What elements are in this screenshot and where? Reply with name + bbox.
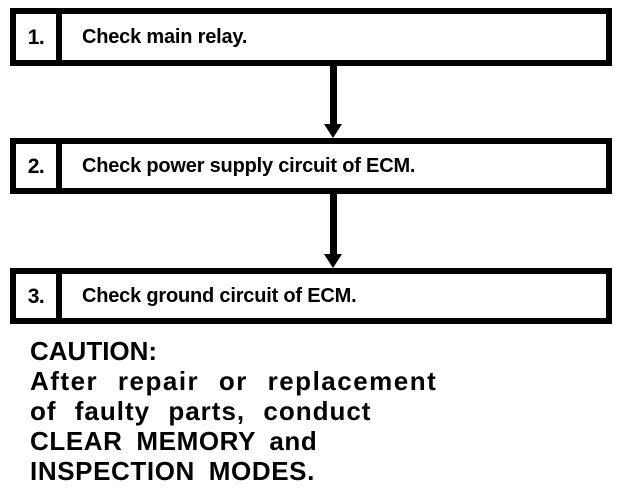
- flow-step-2: 2. Check power supply circuit of ECM.: [10, 138, 612, 194]
- flow-step-3-text: Check ground circuit of ECM.: [82, 285, 357, 307]
- flow-step-1-text: Check main relay.: [82, 26, 248, 48]
- caution-note: CAUTION: After repair or replacement of …: [30, 336, 500, 486]
- arrow-head-down-icon: [324, 124, 342, 138]
- arrow-shaft: [330, 194, 337, 256]
- caution-line-1: After repair or replacement: [30, 366, 438, 396]
- arrow-shaft: [330, 66, 337, 126]
- flow-step-1-number: 1.: [16, 14, 62, 60]
- flow-step-2-number: 2.: [16, 144, 62, 188]
- connector-step1-to-step2: [324, 66, 342, 138]
- caution-line-2: of faulty parts, conduct: [30, 396, 372, 426]
- connector-step2-to-step3: [324, 194, 342, 268]
- flow-step-3-number: 3.: [16, 274, 62, 318]
- flow-step-2-text: Check power supply circuit of ECM.: [82, 155, 416, 177]
- caution-line-3: CLEAR MEMORY and: [30, 426, 318, 456]
- arrow-head-down-icon: [324, 254, 342, 268]
- flow-step-1: 1. Check main relay.: [10, 8, 612, 66]
- flow-step-3: 3. Check ground circuit of ECM.: [10, 268, 612, 324]
- caution-title: CAUTION:: [30, 336, 158, 366]
- caution-line-4: INSPECTION MODES.: [30, 456, 315, 486]
